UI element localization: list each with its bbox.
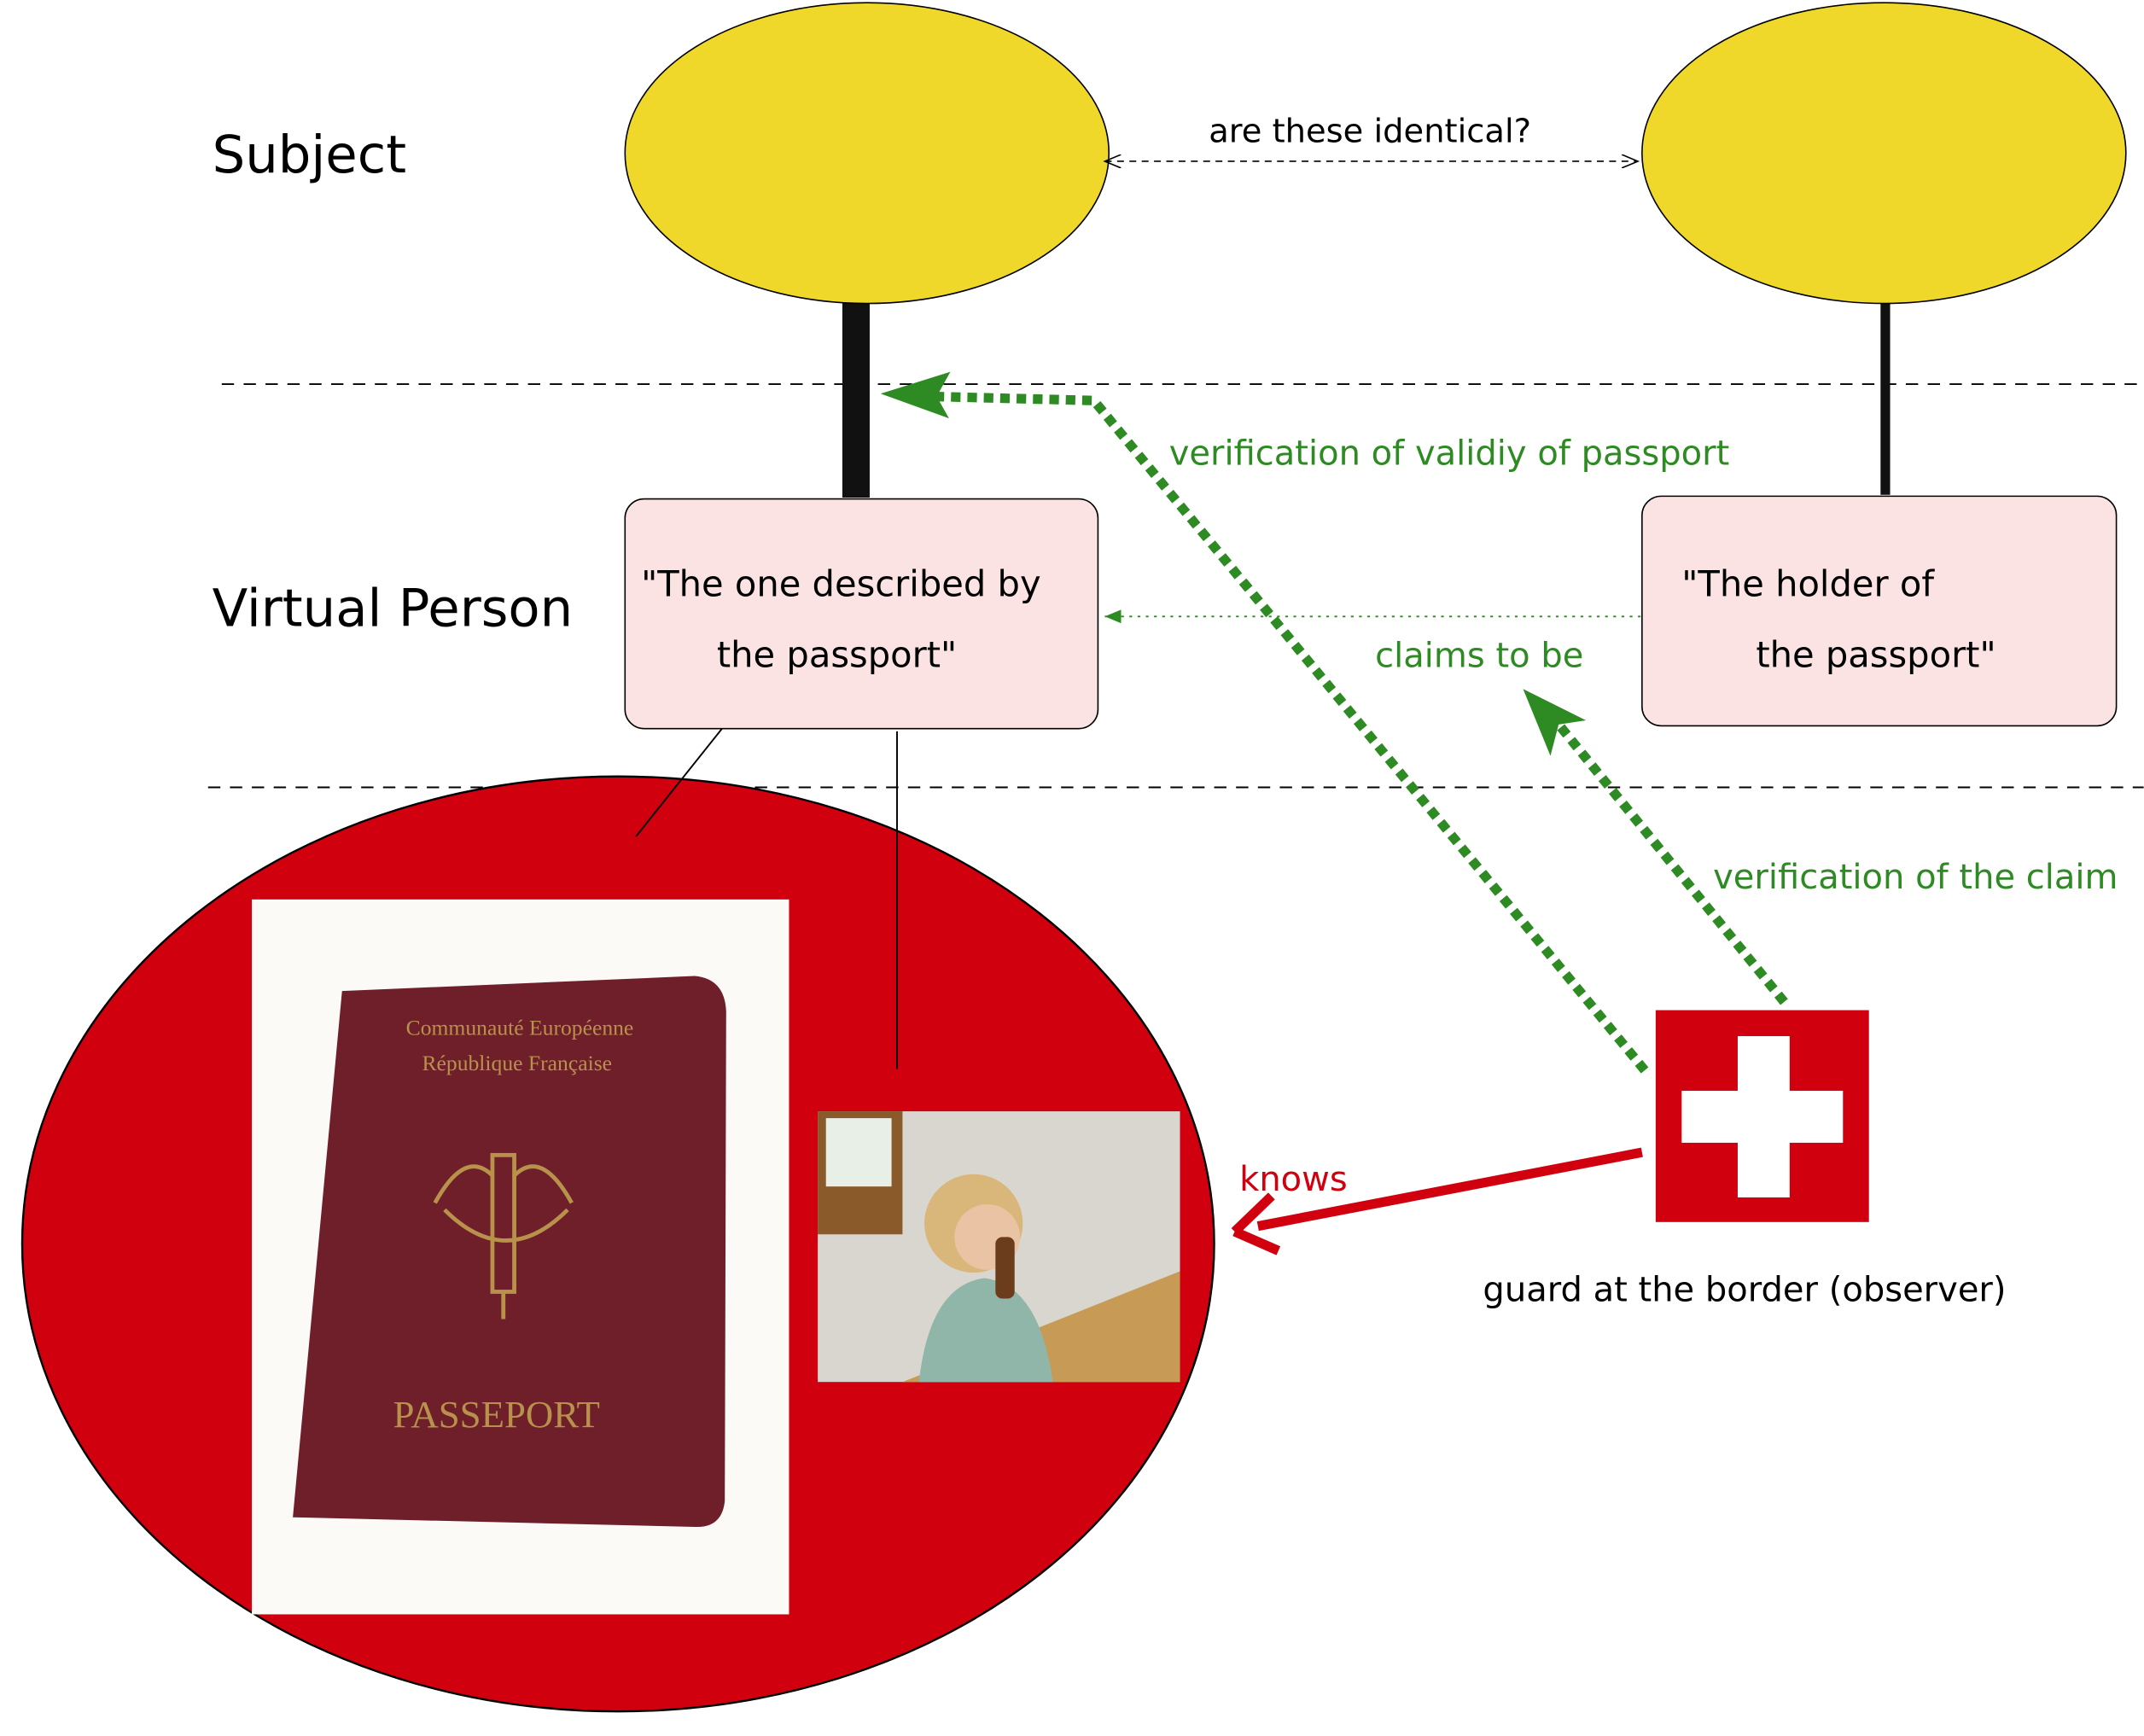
holder-line2: the passport" bbox=[1756, 634, 1995, 676]
virtual-person-box-described bbox=[624, 498, 1099, 730]
holder-line1: "The holder of bbox=[1681, 562, 1935, 604]
link-to-passport bbox=[635, 728, 723, 837]
subject-ellipse-left bbox=[624, 2, 1110, 305]
verify-passport-arrow bbox=[929, 391, 1649, 1074]
swiss-flag-icon bbox=[1655, 1010, 1869, 1222]
described-line2: the passport" bbox=[717, 634, 957, 676]
verify-claim-arrowhead bbox=[1523, 689, 1587, 756]
passport-photo: Communauté Européenne République Françai… bbox=[252, 899, 789, 1615]
described-line1: "The one described by bbox=[641, 562, 1041, 604]
verify-claim-arrow bbox=[1554, 721, 1788, 1005]
claims-label: claims to be bbox=[1375, 637, 1583, 676]
coat-of-arms-icon bbox=[433, 1152, 574, 1319]
passport-text-line1: Communauté Européenne bbox=[406, 1015, 634, 1040]
identity-question-label: are these identical? bbox=[1209, 113, 1531, 151]
verify-claim-label: verification of the claim bbox=[1713, 858, 2118, 897]
verify-passport-label: verification of validiy of passport bbox=[1169, 434, 1730, 474]
virtual-person-box-holder bbox=[1641, 495, 2118, 727]
passport-title: PASSEPORT bbox=[393, 1393, 600, 1436]
verify-passport-arrowhead bbox=[880, 371, 951, 419]
knows-arrow bbox=[1256, 1147, 1643, 1232]
subject-ellipse-right bbox=[1641, 2, 2127, 305]
passport-text-line2: République Française bbox=[422, 1051, 612, 1075]
knows-arrowhead bbox=[1231, 1192, 1281, 1255]
virtual-person-row-label: Virtual Person bbox=[213, 580, 574, 639]
subject-row-label: Subject bbox=[213, 125, 406, 185]
observer-label: guard at the border (observer) bbox=[1483, 1271, 2006, 1310]
holder-photo bbox=[818, 1111, 1180, 1383]
knows-label: knows bbox=[1239, 1160, 1348, 1199]
